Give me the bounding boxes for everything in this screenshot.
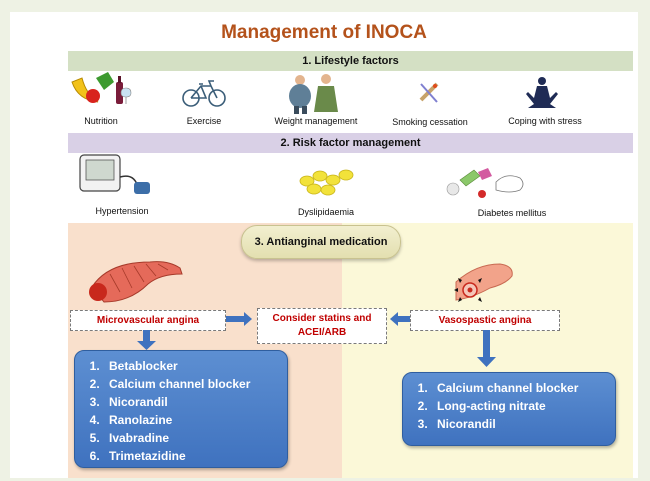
meditation-icon [526,77,558,108]
vasospastic-angina-box: Vasospastic angina [410,310,560,331]
diabetes-icon [446,168,524,198]
diagram-panel: Management of INOCA 1. Lifestyle factors [10,12,638,478]
drug-item: Calcium channel blocker [431,379,615,397]
drug-item: Nicorandil [103,393,287,411]
exercise-label: Exercise [186,116,222,126]
statin-pills-icon [299,169,354,196]
drug-item: Betablocker [103,357,287,375]
bicycle-icon [182,80,226,107]
diabetes-mellitus-label: Diabetes mellitus [477,208,547,218]
coping-with-stress-label: Coping with stress [508,116,582,126]
smoking-cessation-label: Smoking cessation [392,117,468,127]
risk-heading: 2. Risk factor management [68,133,633,153]
lifestyle-heading: 1. Lifestyle factors [68,51,633,71]
drug-item: Calcium channel blocker [103,375,287,393]
drug-item: Ivabradine [103,429,287,447]
microvascular-angina-box: Microvascular angina [70,310,226,331]
blood-pressure-monitor-icon [79,154,150,194]
consider-statins-box: Consider statins and ACEI/ARB [257,308,387,344]
drug-item: Ranolazine [103,411,287,429]
nutrition-icon [71,72,132,104]
hypertension-label: Hypertension [95,206,149,216]
antianginal-medication-pill: 3. Antianginal medication [241,225,401,259]
weight-management-label: Weight management [274,116,358,126]
vasospastic-drug-list: Calcium channel blocker Long-acting nitr… [402,372,616,446]
nutrition-label: Nutrition [84,116,118,126]
drug-item: Trimetazidine [103,447,287,465]
no-smoking-icon [419,82,439,103]
weight-management-icon [289,74,338,114]
drug-item: Nicorandil [431,415,615,433]
drug-item: Long-acting nitrate [431,397,615,415]
diagram-title: Management of INOCA [221,22,427,43]
dyslipidaemia-label: Dyslipidaemia [297,207,355,217]
microvascular-drug-list: Betablocker Calcium channel blocker Nico… [74,350,288,468]
